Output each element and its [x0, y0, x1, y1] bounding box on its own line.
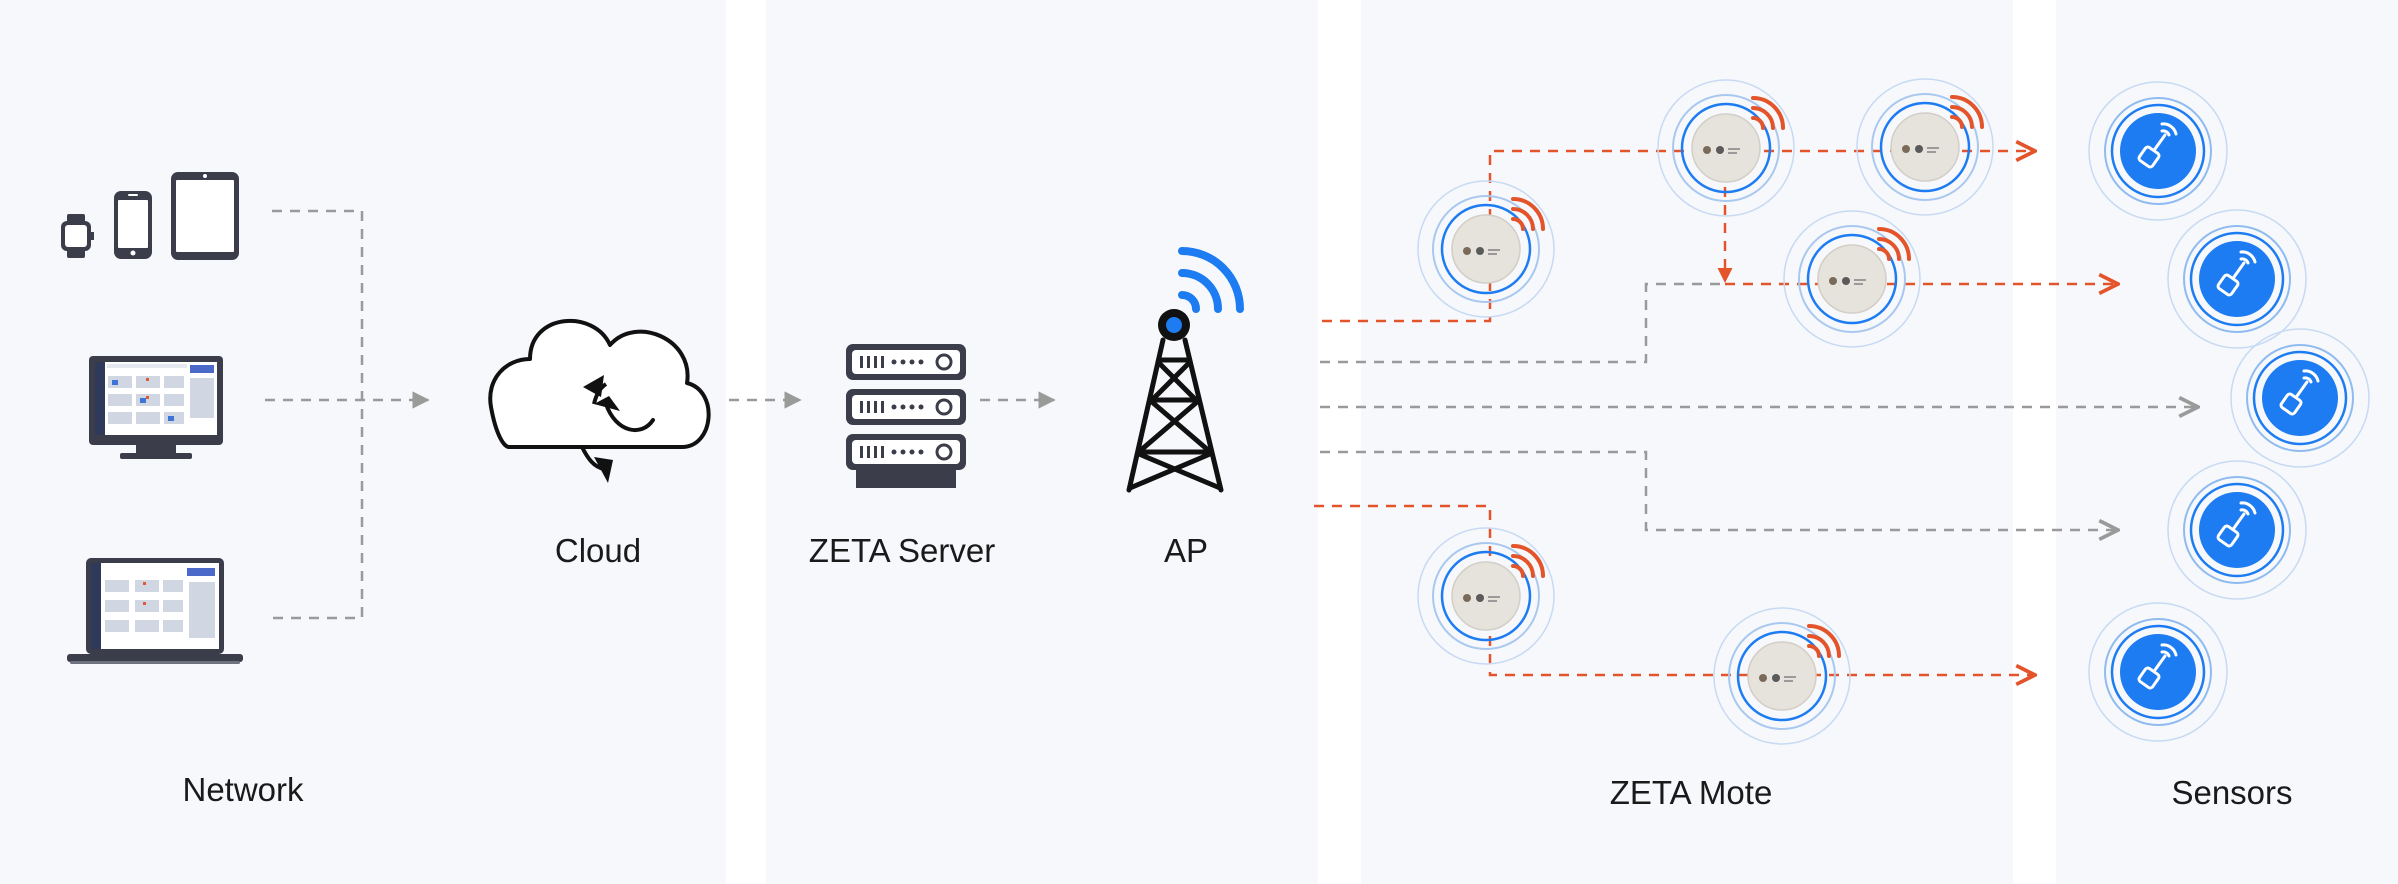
phone-icon [114, 191, 152, 259]
mote-label: ZETA Mote [1609, 774, 1773, 811]
network-connector [265, 209, 430, 620]
laptop-icon [67, 558, 243, 664]
watch-icon [61, 214, 94, 258]
cloud-sync-icon [488, 318, 711, 483]
monitor-icon [89, 356, 223, 459]
antenna-tower-icon [1126, 247, 1244, 493]
server-label: ZETA Server [808, 532, 996, 569]
cloud-label: Cloud [554, 532, 642, 569]
ap-label: AP [1163, 532, 1209, 569]
tablet-icon [171, 172, 239, 260]
sensors-label: Sensors [2171, 774, 2293, 811]
network-label: Network [182, 771, 304, 808]
server-icon [846, 344, 966, 488]
